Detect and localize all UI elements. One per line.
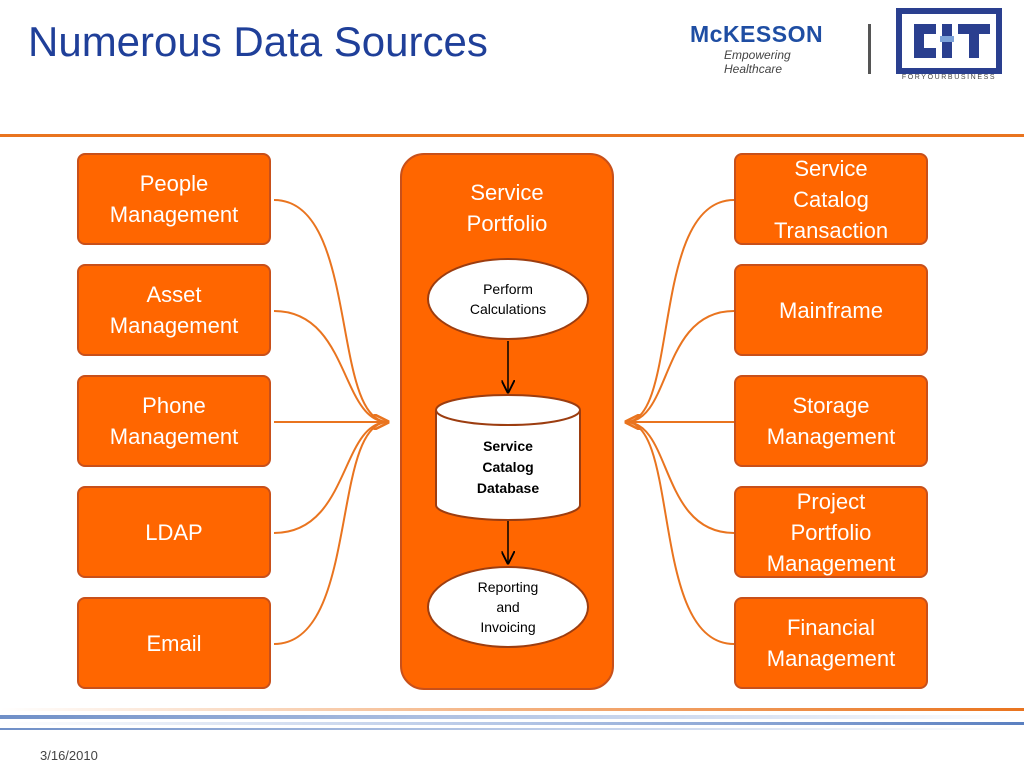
source-storage-management: Storage Management	[734, 375, 928, 467]
connector-ldap	[273, 421, 389, 534]
connector-people	[273, 199, 388, 422]
source-project-portfolio-management: Project Portfolio Management	[734, 486, 928, 578]
source-email: Email	[77, 597, 271, 689]
mckesson-logo-name: McKESSON	[690, 21, 824, 47]
source-financial-management: Financial Management	[734, 597, 928, 689]
mckesson-logo: McKESSON Empowering Healthcare	[690, 21, 850, 76]
logo-divider	[868, 24, 871, 74]
source-service-catalog-transaction: Service Catalog Transaction	[734, 153, 928, 245]
slide-title: Numerous Data Sources	[28, 18, 488, 65]
source-asset-management: Asset Management	[77, 264, 271, 356]
cit-logo: FORYOURBUSINESS	[896, 8, 1002, 86]
slide-date: 3/16/2010	[40, 748, 98, 763]
connector-mainframe	[625, 310, 735, 423]
service-portfolio-title: Service Portfolio	[466, 180, 548, 236]
source-people-management: People Management	[77, 153, 271, 245]
source-phone-management: Phone Management	[77, 375, 271, 467]
connector-asset	[273, 310, 389, 423]
connector-service-catalog	[626, 199, 735, 422]
cit-logo-mark	[896, 8, 1002, 74]
connector-project	[625, 421, 735, 534]
perform-calculations-node: Perform Calculations	[427, 258, 589, 340]
title-divider	[0, 134, 1024, 137]
source-mainframe: Mainframe	[734, 264, 928, 356]
connector-financial	[625, 421, 735, 645]
reporting-invoicing-node: Reporting and Invoicing	[427, 566, 589, 648]
mckesson-logo-tagline: Empowering Healthcare	[724, 48, 791, 76]
service-catalog-database-label: Service Catalog Database	[476, 438, 540, 496]
source-ldap: LDAP	[77, 486, 271, 578]
connector-email	[273, 421, 389, 645]
cit-logo-tagline: FORYOURBUSINESS	[901, 74, 997, 81]
